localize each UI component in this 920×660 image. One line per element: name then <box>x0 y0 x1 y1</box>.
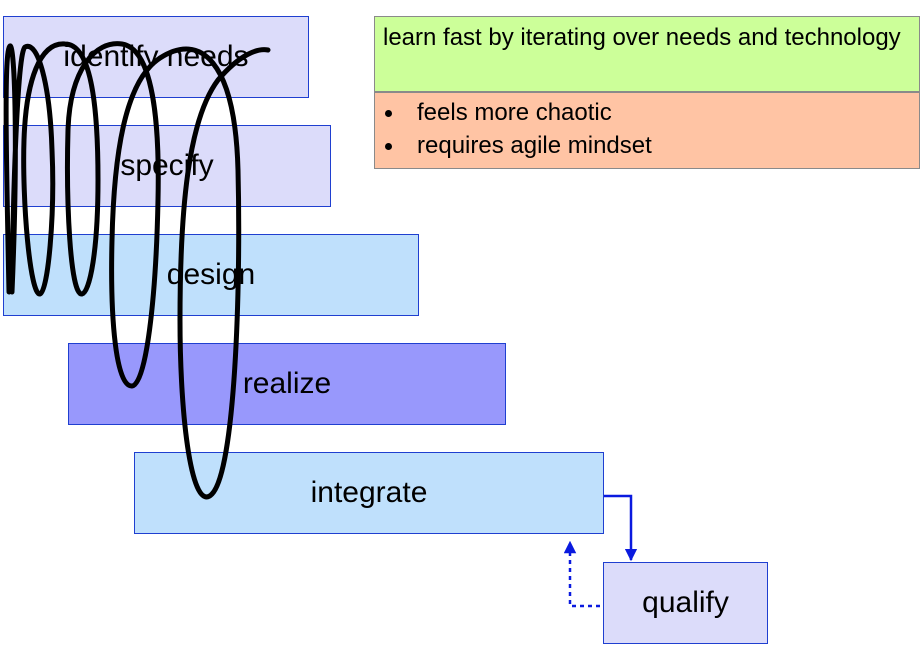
stage-realize: realize <box>68 343 506 425</box>
feedback-arrow-up <box>563 540 600 608</box>
stage-specify: specify <box>3 125 331 207</box>
stage-qualify: qualify <box>603 562 768 644</box>
bullet-item: feels more chaotic <box>383 96 911 129</box>
bullet-icon <box>385 110 392 117</box>
flow-arrow-down <box>604 494 638 562</box>
bullet-text: requires agile mindset <box>417 132 652 159</box>
stage-label: realize <box>242 367 332 400</box>
note-bullets: feels more chaotic requires agile mindse… <box>374 92 920 169</box>
stage-label: integrate <box>310 476 428 509</box>
stage-identify-needs: identify needs <box>3 16 309 98</box>
note-headline: learn fast by iterating over needs and t… <box>374 16 920 92</box>
stage-label: specify <box>120 149 214 182</box>
note-headline-text: learn fast by iterating over needs and t… <box>383 24 901 51</box>
bullet-item: requires agile mindset <box>383 129 911 162</box>
iteration-spiral <box>3 41 271 500</box>
bullet-list: feels more chaotic requires agile mindse… <box>383 96 911 162</box>
bullet-icon <box>385 143 392 150</box>
stage-label: qualify <box>642 586 729 619</box>
bullet-text: feels more chaotic <box>417 99 612 126</box>
